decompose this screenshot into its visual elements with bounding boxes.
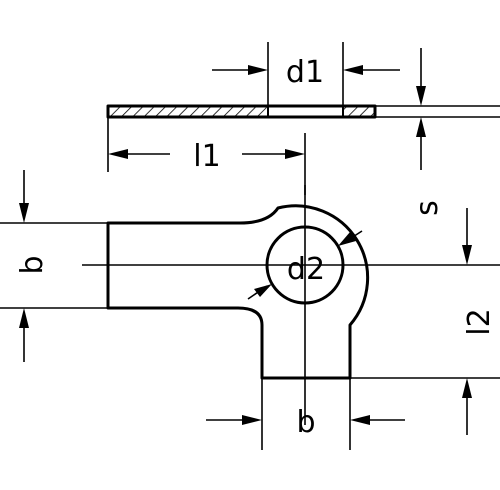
section-outline bbox=[106, 104, 377, 119]
arrow-d2-inner-right bbox=[338, 232, 356, 246]
arrow-s-bottom bbox=[416, 117, 426, 137]
arrow-s-top bbox=[416, 86, 426, 106]
dim-b-left: b bbox=[0, 170, 108, 362]
label-l2: l2 bbox=[462, 308, 497, 335]
label-b-bottom: b bbox=[296, 405, 315, 440]
dim-d2: d2 bbox=[247, 230, 363, 300]
arrow-l1-right bbox=[285, 149, 305, 159]
arrow-b-bottom-right bbox=[350, 415, 370, 425]
label-d1: d1 bbox=[286, 55, 324, 90]
part-outline bbox=[106, 204, 370, 380]
dim-d1: d1 bbox=[212, 42, 400, 106]
dim-b-bottom: b bbox=[206, 378, 405, 450]
label-b-left: b bbox=[15, 255, 50, 274]
dim-l2: l2 bbox=[350, 208, 500, 435]
arrow-l2-top bbox=[462, 245, 472, 265]
label-s: s bbox=[410, 200, 445, 216]
arrow-d1-left bbox=[248, 65, 268, 75]
arrow-b-left-bottom bbox=[19, 308, 29, 328]
label-d2: d2 bbox=[287, 252, 325, 287]
section-view bbox=[106, 104, 377, 119]
arrow-d2-inner-left bbox=[254, 284, 272, 297]
arrow-l1-left bbox=[108, 149, 128, 159]
section-hatch-left bbox=[108, 106, 268, 117]
center-lines bbox=[82, 185, 500, 425]
section-hatch-right bbox=[343, 106, 375, 117]
arrow-b-left-top bbox=[19, 203, 29, 223]
dim-l1: l1 bbox=[107, 117, 306, 195]
arrow-b-bottom-left bbox=[242, 415, 262, 425]
label-l1: l1 bbox=[193, 139, 220, 174]
arrow-d1-right bbox=[343, 65, 363, 75]
dim-s: s bbox=[375, 48, 500, 216]
arrow-l2-bottom bbox=[462, 378, 472, 398]
